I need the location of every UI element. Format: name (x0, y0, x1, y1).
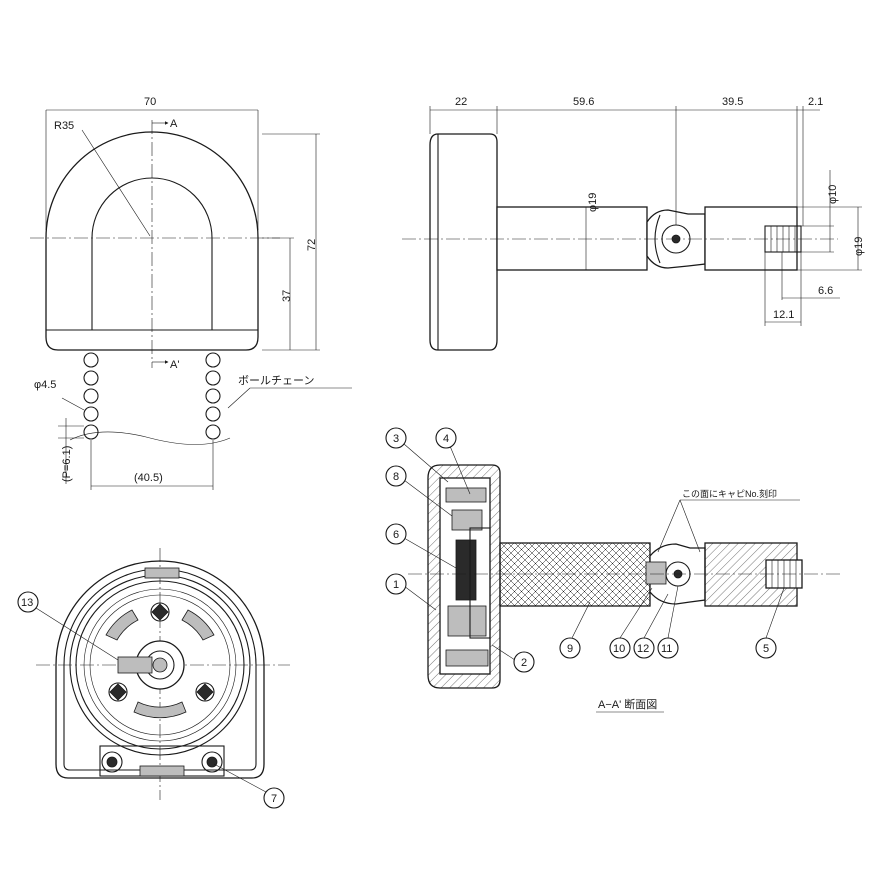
part-4: 4 (443, 433, 449, 445)
part-balloons: 1 2 3 4 5 6 7 8 9 10 (17, 427, 785, 809)
chain-diameter-label: φ4.5 (34, 379, 56, 391)
part-8: 8 (393, 471, 399, 483)
part-6: 6 (393, 529, 399, 541)
part-2: 2 (521, 657, 527, 669)
side-base (429, 133, 498, 351)
part-7: 7 (271, 793, 277, 805)
tip-dia-19-label: φ19 (853, 237, 865, 256)
side-2-1-label: 2.1 (808, 96, 823, 108)
cap-note-label: この面にキャピNo.刻印 (682, 488, 777, 499)
height-37-label: 37 (281, 290, 293, 302)
height-72-label: 72 (306, 239, 318, 251)
tip-12-1-label: 12.1 (773, 309, 794, 321)
chain-span-label: (40.5) (134, 472, 163, 484)
ball-chain-label: ボールチェーン (238, 374, 314, 387)
part-1: 1 (393, 579, 399, 591)
tip-dia-10-label: φ10 (827, 185, 839, 204)
part-13: 13 (21, 597, 33, 609)
part-12: 12 (637, 643, 649, 655)
front-view: R35 70 A A' 72 37 (30, 96, 352, 490)
width-70-label: 70 (144, 96, 156, 108)
part-9: 9 (567, 643, 573, 655)
section-title: A−A' 断面図 (598, 697, 657, 711)
section-mark-a-top: A (170, 118, 178, 130)
section-mark-a-prime: A' (170, 359, 179, 371)
ball-chain-left (83, 352, 99, 440)
side-39-5-label: 39.5 (722, 96, 743, 108)
tip-6-6-label: 6.6 (818, 285, 833, 297)
side-22-label: 22 (455, 96, 467, 108)
part-5: 5 (763, 643, 769, 655)
ball-chain-right (205, 352, 221, 440)
back-view (36, 548, 290, 800)
part-3: 3 (393, 433, 399, 445)
side-shaft (496, 206, 648, 271)
part-11: 11 (661, 643, 672, 655)
radius-label: R35 (54, 120, 74, 132)
chain-pitch-label: (P=6.1) (61, 446, 73, 482)
section-view: この面にキャピNo.刻印 A−A' 断面図 (408, 464, 840, 713)
side-view: 22 59.6 39.5 2.1 φ19 φ10 φ19 6.6 12.1 (402, 96, 865, 351)
side-59-6-label: 59.6 (573, 96, 594, 108)
back-screws (101, 602, 223, 773)
part-10: 10 (613, 643, 625, 655)
shaft-dia-label: φ19 (587, 193, 599, 212)
